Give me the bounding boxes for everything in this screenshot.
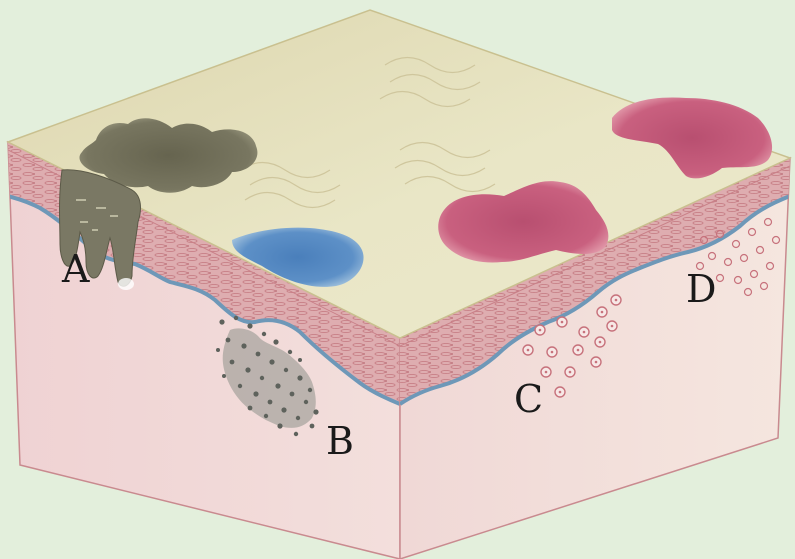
label-a: A — [61, 247, 90, 291]
label-b: B — [326, 419, 354, 463]
skin-texture-marks — [239, 56, 496, 209]
blue-lesion-patch — [232, 227, 364, 287]
red-lesion-patch-center — [438, 181, 609, 263]
lesion-a-projection — [59, 169, 141, 290]
red-lesion-patch-right — [612, 97, 773, 179]
gray-lesion-patch — [79, 118, 258, 193]
lesion-d-cells — [695, 217, 781, 297]
label-d: D — [686, 267, 716, 311]
label-c: C — [514, 377, 543, 421]
top-surface — [6, 9, 792, 339]
lesion-b-infiltrate — [216, 315, 319, 437]
lesion-c-cell-nuclei — [526, 298, 618, 394]
